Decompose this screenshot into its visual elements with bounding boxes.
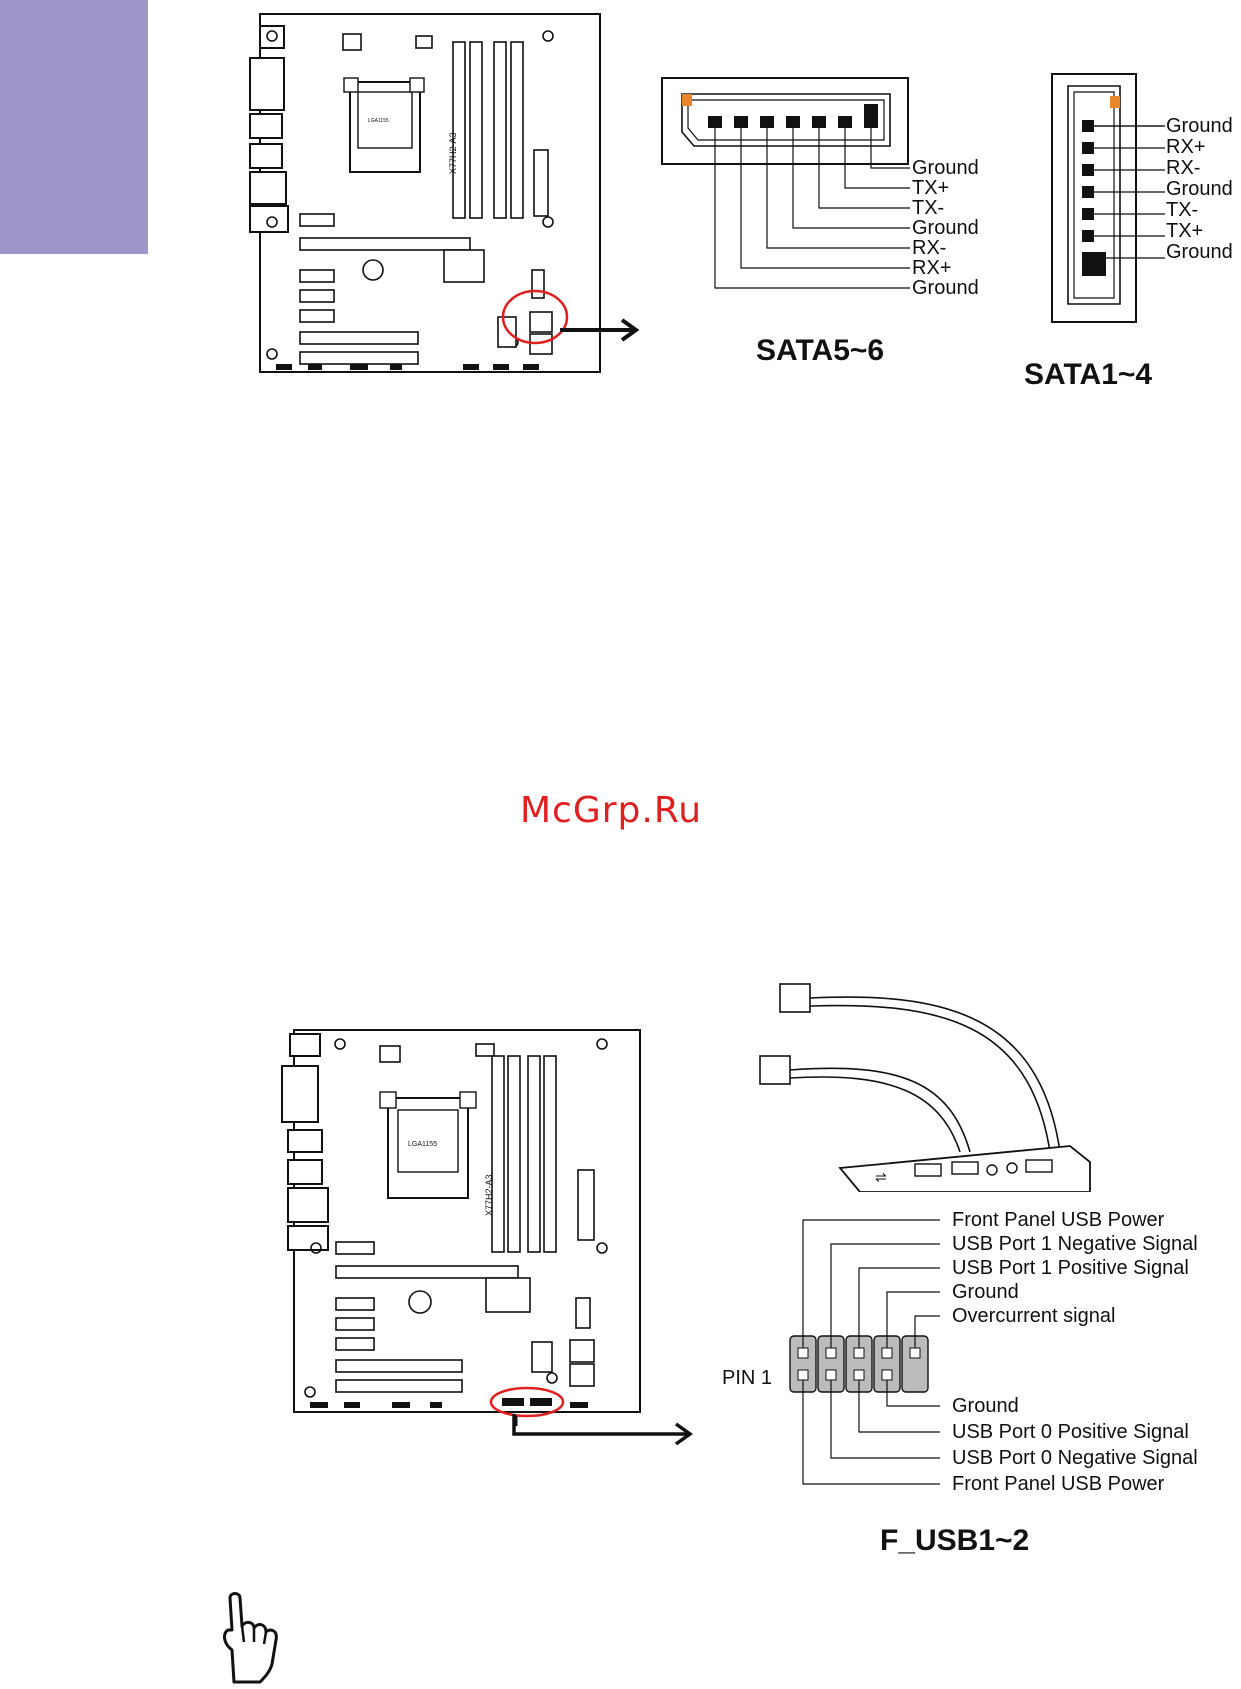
fusb-top-pin-2: USB Port 1 Negative Signal — [952, 1233, 1198, 1255]
sata14-pin-6: TX+ — [1166, 220, 1204, 242]
svg-text:⇌: ⇌ — [875, 1169, 887, 1185]
usb-port — [249, 113, 283, 139]
sata56-caption: SATA5~6 — [756, 334, 885, 367]
arrow-to-sata — [560, 318, 640, 342]
fusb-bottom-pin-4: Front Panel USB Power — [952, 1473, 1165, 1495]
sata14-pin-1: Ground — [1166, 115, 1233, 137]
chapter-tab — [0, 0, 148, 254]
sata56-pin-5: RX- — [912, 237, 947, 259]
motherboard-diagram-bottom: LGA1155 X77H2-A3 — [281, 1029, 641, 1426]
fusb-bottom-pin-1: Ground — [952, 1395, 1019, 1417]
sata14-pin-5: TX- — [1166, 199, 1199, 221]
socket-label: LGA1155 — [368, 118, 389, 124]
motherboard-diagram-top: X77H2-A3 LGA1155 — [249, 13, 601, 373]
fusb-bottom-pin-3: USB Port 0 Negative Signal — [952, 1447, 1198, 1469]
fusb-top-pin-1: Front Panel USB Power — [952, 1209, 1165, 1231]
fusb-top-pin-5: Overcurrent signal — [952, 1305, 1116, 1327]
sata14-pin-4: Ground — [1166, 178, 1233, 200]
fusb-pin1-label: PIN 1 — [722, 1367, 773, 1389]
fusb-header-diagram — [789, 1219, 940, 1485]
sata56-pin-4: Ground — [912, 217, 979, 239]
vga-hdmi-port — [249, 57, 285, 111]
watermark-text: McGrp.Ru — [520, 790, 703, 831]
sata56-pin-7: Ground — [912, 277, 979, 299]
svg-text:LGA1155: LGA1155 — [408, 1141, 437, 1148]
sata56-pin-2: TX+ — [912, 177, 950, 199]
sata56-pin-1: Ground — [912, 157, 979, 179]
lan-usb-port — [249, 171, 287, 205]
sata-highlight-circle — [501, 289, 569, 345]
arrow-to-fusb — [512, 1414, 694, 1446]
usb3-port — [249, 143, 283, 169]
fusb-bottom-pin-2: USB Port 0 Positive Signal — [952, 1421, 1189, 1443]
sata56-pin-6: RX+ — [912, 257, 952, 279]
fusb-top-pin-4: Ground — [952, 1281, 1019, 1303]
note-hand-icon — [223, 1592, 278, 1684]
svg-text:X77H2-A3: X77H2-A3 — [484, 1174, 494, 1216]
fusb-caption: F_USB1~2 — [880, 1524, 1030, 1557]
sata14-pin-7: Ground — [1166, 241, 1233, 263]
fusb-top-pin-3: USB Port 1 Positive Signal — [952, 1257, 1189, 1279]
sata14-connector-diagram — [1051, 73, 1165, 323]
sata56-pin-3: TX- — [912, 197, 945, 219]
sata14-pin-2: RX+ — [1166, 136, 1206, 158]
sata14-caption: SATA1~4 — [1024, 358, 1153, 391]
fusb-highlight-circle — [489, 1386, 565, 1418]
board-model-label: X77H2-A3 — [448, 132, 458, 174]
usb-bracket-illustration: ⇌ — [759, 983, 1091, 1192]
sata14-pin-3: RX- — [1166, 157, 1201, 179]
sata56-connector-diagram — [661, 77, 910, 289]
ps2-port — [259, 25, 285, 49]
